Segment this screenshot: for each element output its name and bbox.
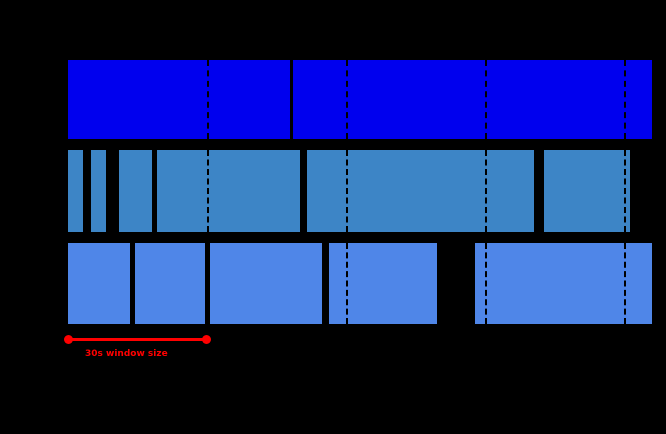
timeline-segment <box>293 60 652 139</box>
timeline-segment <box>91 150 106 232</box>
timeline-segment <box>544 150 630 232</box>
timeline-segment <box>475 243 652 324</box>
bracket-cap-left <box>64 335 73 344</box>
timeline-segment <box>68 60 290 139</box>
timeline-segment <box>68 243 130 324</box>
bracket-cap-right <box>202 335 211 344</box>
timeline-row-2 <box>0 150 666 232</box>
timeline-segment <box>210 243 322 324</box>
bracket-line <box>68 338 207 341</box>
window-size-label: 30s window size <box>85 349 168 359</box>
timeline-segment <box>119 150 152 232</box>
timeline-segment <box>135 243 205 324</box>
timeline-segment <box>68 150 83 232</box>
timeline-segment <box>157 150 300 232</box>
timeline-row-1 <box>0 60 666 139</box>
timeline-segment <box>307 150 534 232</box>
